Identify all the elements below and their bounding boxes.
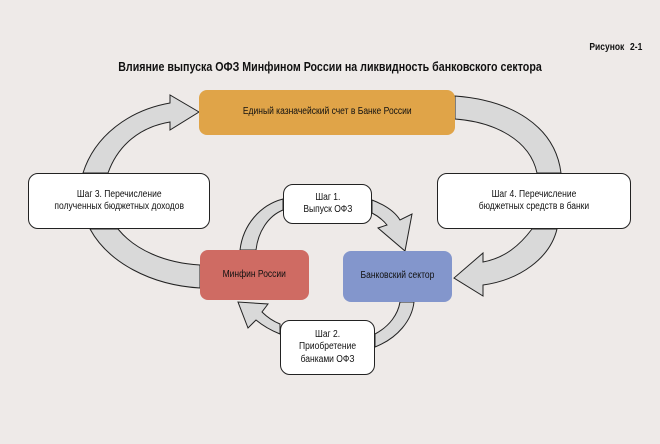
step4-box: Шаг 4. Перечисление бюджетных средств в …	[437, 173, 631, 229]
minfin-label: Минфин России	[222, 268, 287, 280]
arrow-minfin-to-step3	[89, 228, 201, 289]
step4-label: Шаг 4. Перечисление бюджетных средств в …	[478, 188, 590, 213]
arrow-treasury-to-step4	[454, 95, 562, 174]
treasury-account-label: Единый казначейский счет в Банке России	[242, 106, 412, 118]
diagram-title: Влияние выпуска ОФЗ Минфином России на л…	[118, 59, 542, 74]
step1-box: Шаг 1. Выпуск ОФЗ	[283, 184, 372, 224]
step2-box: Шаг 2. Приобретение банками ОФЗ	[280, 320, 375, 375]
figure-label: Рисунок 2-1	[589, 42, 642, 53]
arrow-step3-to-treasury	[82, 94, 200, 174]
arrow-step2-to-minfin	[237, 301, 281, 335]
arrow-step1-to-banks	[371, 199, 413, 252]
arrow-minfin-to-step1	[239, 198, 284, 251]
step3-label: Шаг 3. Перечисление полученных бюджетных…	[54, 188, 184, 213]
step2-label: Шаг 2. Приобретение банками ОФЗ	[298, 328, 357, 365]
step1-label: Шаг 1. Выпуск ОФЗ	[302, 191, 353, 216]
minfin-node: Минфин России	[200, 250, 309, 300]
step3-box: Шаг 3. Перечисление полученных бюджетных…	[28, 173, 210, 229]
banking-sector-label: Банковский сектор	[360, 270, 435, 282]
banking-sector-node: Банковский сектор	[343, 251, 452, 302]
treasury-account-node: Единый казначейский счет в Банке России	[199, 90, 455, 135]
arrow-banks-to-step2	[374, 301, 415, 348]
arrow-step4-to-banks	[453, 228, 558, 297]
